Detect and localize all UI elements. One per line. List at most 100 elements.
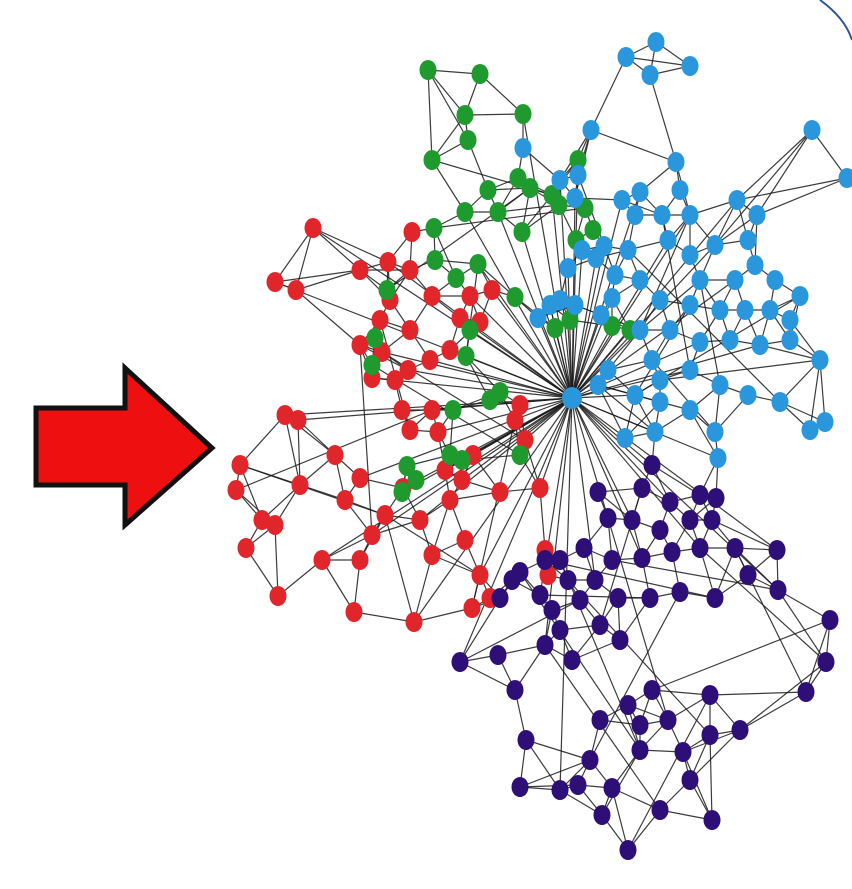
blue-node bbox=[651, 290, 669, 310]
blue-node bbox=[681, 205, 699, 225]
network-edge bbox=[699, 547, 827, 663]
red-node bbox=[276, 405, 294, 425]
hub-edge bbox=[571, 239, 669, 399]
purple-node bbox=[511, 777, 529, 797]
red-node bbox=[363, 525, 381, 545]
network-edge bbox=[277, 559, 323, 597]
purple-node bbox=[768, 540, 786, 560]
blue-node bbox=[653, 205, 671, 225]
green-node bbox=[459, 130, 477, 150]
network-edge bbox=[239, 464, 386, 516]
blue-node bbox=[631, 182, 649, 202]
corner-arc bbox=[819, 0, 852, 41]
red-node bbox=[266, 515, 284, 535]
network-edge bbox=[459, 597, 501, 663]
green-node bbox=[489, 202, 507, 222]
green-node bbox=[491, 382, 509, 402]
blue-node bbox=[595, 236, 613, 256]
red-node bbox=[231, 455, 249, 475]
hub-edge bbox=[522, 113, 573, 399]
blue-node bbox=[651, 392, 669, 412]
blue-node bbox=[781, 330, 799, 350]
green-node bbox=[447, 268, 465, 288]
purple-node bbox=[659, 710, 677, 730]
green-node bbox=[457, 346, 475, 366]
blue-node bbox=[529, 308, 547, 328]
hub-edge bbox=[381, 351, 573, 399]
blue-node bbox=[606, 265, 624, 285]
red-node bbox=[411, 510, 429, 530]
hub-edge bbox=[459, 397, 573, 663]
blue-node bbox=[728, 190, 746, 210]
network-edge bbox=[413, 607, 473, 623]
blue-node bbox=[616, 428, 634, 448]
blue-node bbox=[791, 286, 809, 306]
hub-node bbox=[562, 387, 582, 409]
hub-edge bbox=[437, 397, 573, 433]
purple-node bbox=[731, 720, 749, 740]
network-edge bbox=[811, 129, 848, 179]
blue-node bbox=[739, 230, 757, 250]
network-edge bbox=[779, 359, 821, 403]
blue-node bbox=[631, 320, 649, 340]
network-edge bbox=[427, 69, 433, 161]
hub-edge bbox=[401, 397, 573, 493]
purple-node bbox=[571, 590, 589, 610]
purple-node bbox=[575, 538, 593, 558]
green-node bbox=[471, 64, 489, 84]
network-edge bbox=[312, 227, 389, 263]
purple-node bbox=[551, 620, 569, 640]
red-node bbox=[516, 430, 534, 450]
green-node bbox=[584, 220, 602, 240]
blue-node bbox=[617, 47, 635, 67]
network-edge bbox=[611, 787, 661, 811]
network-edge bbox=[519, 759, 591, 788]
network-edge bbox=[427, 69, 466, 116]
network-edge bbox=[777, 589, 831, 621]
network-nodes bbox=[227, 32, 852, 860]
network-edge bbox=[597, 384, 626, 439]
purple-node bbox=[651, 800, 669, 820]
network-edges bbox=[235, 41, 848, 851]
green-node bbox=[513, 222, 531, 242]
green-node bbox=[569, 150, 587, 170]
network-edge bbox=[590, 129, 677, 163]
red-node bbox=[253, 510, 271, 530]
blue-node bbox=[811, 350, 829, 370]
blue-node bbox=[651, 370, 669, 390]
red-node bbox=[351, 550, 369, 570]
red-arrow-icon bbox=[33, 362, 216, 531]
blue-node bbox=[691, 332, 709, 352]
purple-node bbox=[633, 548, 651, 568]
network-edge bbox=[627, 694, 711, 851]
purple-node bbox=[633, 478, 651, 498]
red-node bbox=[401, 260, 419, 280]
red-node bbox=[379, 252, 397, 272]
blue-node bbox=[659, 230, 677, 250]
blue-node bbox=[643, 350, 661, 370]
hub-edge bbox=[571, 257, 597, 399]
red-node bbox=[266, 272, 284, 292]
red-node bbox=[227, 480, 245, 500]
hub-edge bbox=[571, 397, 633, 521]
red-node bbox=[336, 490, 354, 510]
blue-node bbox=[559, 258, 577, 278]
purple-node bbox=[451, 652, 469, 672]
hub-edge bbox=[571, 199, 623, 399]
purple-node bbox=[661, 492, 679, 512]
blue-node bbox=[681, 400, 699, 420]
red-node bbox=[421, 350, 439, 370]
red-node bbox=[456, 530, 474, 550]
red-node bbox=[371, 310, 389, 330]
hub-edge bbox=[571, 369, 691, 399]
green-node bbox=[419, 60, 437, 80]
blue-node bbox=[541, 295, 559, 315]
purple-node bbox=[707, 488, 725, 508]
network-edge bbox=[284, 414, 301, 486]
purple-node bbox=[703, 510, 721, 530]
network-edge bbox=[682, 751, 713, 821]
network-edge bbox=[384, 514, 415, 623]
blue-node bbox=[803, 120, 821, 140]
network-edge bbox=[427, 69, 469, 141]
blue-node bbox=[619, 240, 637, 260]
